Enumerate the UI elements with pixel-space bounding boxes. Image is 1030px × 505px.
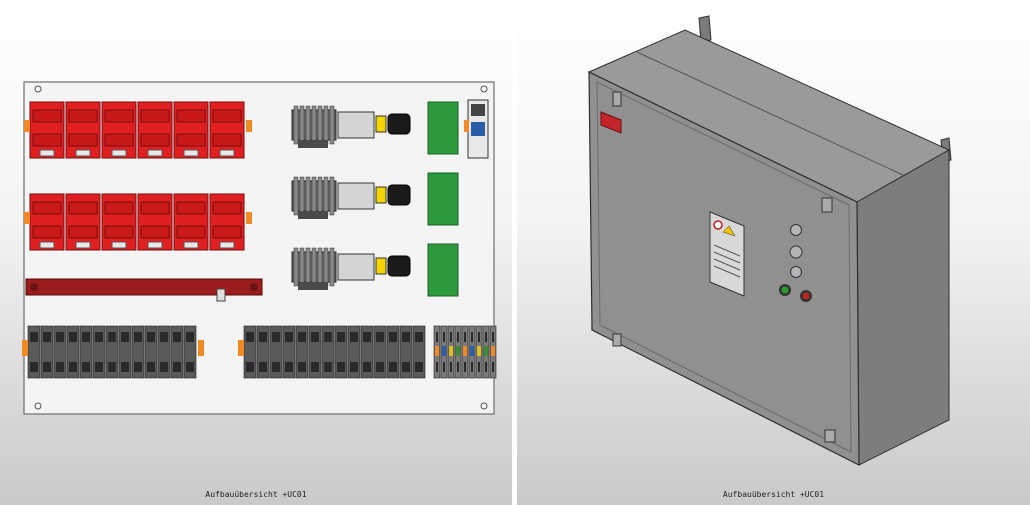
indicator-light-2 (790, 266, 802, 278)
brand-label (600, 111, 622, 134)
busbar-bolt-left (30, 283, 38, 291)
terminal-block (183, 325, 197, 379)
terminal-block (399, 325, 413, 379)
surge-protector-module (29, 193, 65, 251)
wall-bracket-left (698, 15, 712, 43)
terminal-block (295, 325, 309, 379)
terminal-block (440, 325, 448, 379)
terminal-block-row-right (433, 325, 497, 379)
hinge-bottom (612, 333, 622, 347)
stop-button (802, 292, 810, 300)
busbar-bolt-right (250, 283, 258, 291)
terminal-block (321, 325, 335, 379)
surge-protector-module (137, 101, 173, 159)
start-button (781, 286, 789, 294)
enclosure-3d-view: Aufbauübersicht +UC01 (517, 0, 1030, 505)
terminal-block (144, 325, 158, 379)
mount-hole-tr (480, 85, 488, 93)
terminal-block-row-left (22, 325, 204, 379)
terminal-block (157, 325, 171, 379)
terminal-block (308, 325, 322, 379)
terminal-block (433, 325, 441, 379)
surge-protector-module (173, 101, 209, 159)
terminal-block (461, 325, 469, 379)
pcb-board-2 (427, 172, 459, 226)
terminal-block (105, 325, 119, 379)
terminal-block (447, 325, 455, 379)
terminal-block (412, 325, 426, 379)
motor-starter-group (291, 105, 411, 290)
motor-starter-module (291, 247, 411, 290)
terminal-block (118, 325, 132, 379)
terminal-block (347, 325, 361, 379)
terminal-block-row-center (238, 325, 426, 379)
busbar-terminal (216, 288, 226, 302)
surge-protector-module (137, 193, 173, 251)
end-clamp (22, 340, 28, 356)
terminal-block (373, 325, 387, 379)
mounting-plate-drawing (22, 81, 497, 415)
surge-protector-module (101, 193, 137, 251)
end-clamp (238, 340, 244, 356)
terminal-block (360, 325, 374, 379)
terminal-block (53, 325, 67, 379)
busbar (25, 278, 263, 296)
surge-protector-module (173, 193, 209, 251)
terminal-block (386, 325, 400, 379)
enclosure-drawing (587, 15, 952, 466)
terminal-block (40, 325, 54, 379)
terminal-block (27, 325, 41, 379)
surge-protector-module (209, 193, 245, 251)
indicator-light-1 (790, 224, 802, 236)
terminal-block (256, 325, 270, 379)
mount-hole-br (480, 402, 488, 410)
hinge-top (612, 91, 622, 107)
selector-switch (789, 245, 803, 259)
terminal-block (170, 325, 184, 379)
end-clamp (24, 212, 30, 224)
surge-protector-module (29, 101, 65, 159)
surge-protector-module (65, 101, 101, 159)
terminal-block (92, 325, 106, 379)
end-clamp (246, 120, 252, 132)
terminal-block (66, 325, 80, 379)
pcb-board-1 (427, 101, 459, 155)
terminal-block (243, 325, 257, 379)
end-clamp (24, 120, 30, 132)
terminal-block (454, 325, 462, 379)
terminal-block (468, 325, 476, 379)
surge-protector-module (209, 101, 245, 159)
terminal-block (79, 325, 93, 379)
terminal-block (131, 325, 145, 379)
mount-hole-tl (34, 85, 42, 93)
mounting-plate-view: Aufbauübersicht +UC01 (0, 0, 512, 505)
terminal-block (475, 325, 483, 379)
terminal-block (334, 325, 348, 379)
surge-protector-row-middle (24, 193, 252, 251)
surge-protector-module (65, 193, 101, 251)
pcb-board-3 (427, 243, 459, 297)
surge-protector-row-top (24, 101, 252, 159)
view-caption: Aufbauübersicht +UC01 (205, 490, 307, 499)
terminal-block (269, 325, 283, 379)
terminal-block (282, 325, 296, 379)
terminal-block (489, 325, 497, 379)
enclosure-side (856, 149, 950, 466)
surge-protector-module (101, 101, 137, 159)
view-caption: Aufbauübersicht +UC01 (722, 490, 825, 499)
motor-starter-module (291, 105, 411, 148)
motor-starter-module (291, 176, 411, 219)
mount-hole-bl (34, 402, 42, 410)
terminal-block (482, 325, 490, 379)
end-clamp (246, 212, 252, 224)
end-clamp (198, 340, 204, 356)
